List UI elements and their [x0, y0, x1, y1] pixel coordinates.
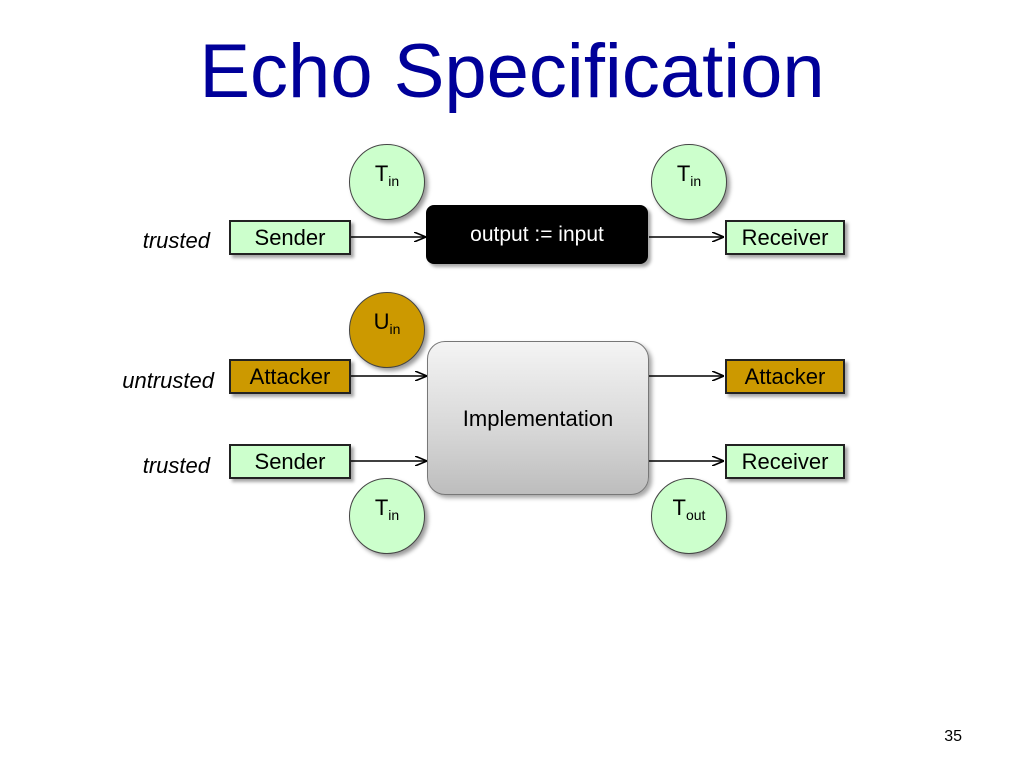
row-label-trusted-spec: trusted — [142, 228, 210, 253]
spec-process-box: output := input — [426, 205, 648, 264]
impl-sender-box: Sender — [229, 444, 351, 479]
tag-subscript: in — [690, 173, 702, 189]
impl-attacker-out-box: Attacker — [725, 359, 845, 394]
tag-letter: T — [676, 161, 691, 186]
tag-spec-output: Tin — [651, 144, 727, 220]
tag-impl-output: Tout — [651, 478, 727, 554]
tag-subscript: in — [388, 173, 400, 189]
row-label-trusted-impl: trusted — [142, 453, 210, 478]
tag-subscript: in — [389, 321, 401, 337]
page-number: 35 — [944, 728, 962, 745]
tag-spec-input: Tin — [349, 144, 425, 220]
spec-sender-box: Sender — [229, 220, 351, 255]
tag-attacker-input: Uin — [349, 292, 425, 368]
tag-letter: T — [672, 495, 686, 520]
tag-letter: U — [373, 309, 390, 334]
tag-letter: T — [374, 495, 389, 520]
impl-attacker-in-box: Attacker — [229, 359, 351, 394]
row-label-untrusted: untrusted — [122, 368, 214, 393]
tag-letter: T — [374, 161, 389, 186]
spec-receiver-box: Receiver — [725, 220, 845, 255]
tag-subscript: out — [685, 507, 706, 523]
tag-subscript: in — [388, 507, 400, 523]
slide-title: Echo Specification — [199, 29, 825, 114]
tag-impl-input: Tin — [349, 478, 425, 554]
impl-receiver-box: Receiver — [725, 444, 845, 479]
implementation-box: Implementation — [427, 341, 649, 495]
